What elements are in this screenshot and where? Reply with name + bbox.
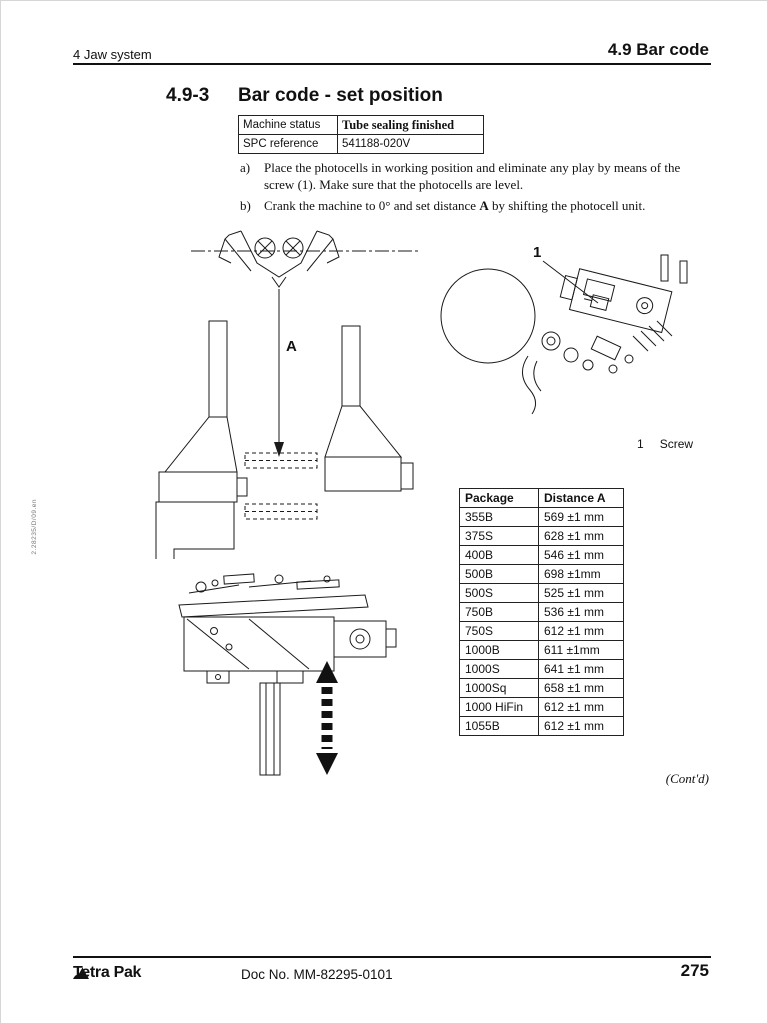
header-chapter-label: 4 Jaw system — [73, 47, 152, 62]
distance-cell: 612 ±1 mm — [538, 697, 624, 717]
photocell-position-diagram: A — [155, 230, 421, 559]
distance-a-label: A — [286, 338, 297, 355]
tetra-pak-logo-icon — [73, 967, 89, 979]
right-jaw-outline — [324, 325, 414, 492]
page-title: Bar code - set position — [238, 85, 443, 106]
figure-caption: 1 Screw — [637, 437, 693, 451]
table-row: Machine status Tube sealing finished — [238, 115, 484, 135]
table-header-row: Package Distance A — [459, 488, 624, 508]
package-cell: 355B — [459, 507, 539, 527]
caption-number: 1 — [637, 437, 644, 451]
table-row: 1055B 612 ±1 mm — [459, 716, 624, 736]
package-cell: 1000B — [459, 640, 539, 660]
step-b-pre: Crank the machine to 0° and set distance — [264, 198, 480, 213]
status-value: Tube sealing finished — [337, 115, 484, 135]
step-a-text: Place the photocells in working position… — [264, 160, 681, 192]
package-cell: 400B — [459, 545, 539, 565]
status-value: 541188-020V — [337, 134, 484, 154]
screw-callout: 1 — [533, 244, 599, 304]
package-cell: 500B — [459, 564, 539, 584]
brand-name: Tetra Pak — [73, 964, 142, 981]
machine-status-table: Machine status Tube sealing finished SPC… — [238, 115, 484, 154]
section-number: 4.9-3 — [166, 85, 210, 106]
photocell-bracket-assembly — [559, 254, 688, 334]
distance-cell: 569 ±1 mm — [538, 507, 624, 527]
carriage-top-details — [188, 573, 340, 594]
package-cell: 750B — [459, 602, 539, 622]
photocell-unit-diagram — [178, 573, 397, 776]
left-jaw-outline — [155, 320, 248, 559]
distance-cell: 641 ±1 mm — [538, 659, 624, 679]
package-cell: 375S — [459, 526, 539, 546]
package-cell: 750S — [459, 621, 539, 641]
table-row: 750B 536 ±1 mm — [459, 602, 624, 622]
sealing-strip-outlines — [244, 452, 318, 520]
photocell-bracket — [218, 230, 340, 288]
table-row: SPC reference 541188-020V — [238, 134, 484, 154]
drive-roller — [440, 268, 536, 364]
status-label: Machine status — [238, 115, 338, 135]
distance-cell: 536 ±1 mm — [538, 602, 624, 622]
package-cell: 500S — [459, 583, 539, 603]
table-row: 1000 HiFin 612 ±1 mm — [459, 697, 624, 717]
distance-cell: 612 ±1 mm — [538, 621, 624, 641]
doc-number: Doc No. MM-82295-0101 — [241, 967, 393, 982]
table-row: 500B 698 ±1mm — [459, 564, 624, 584]
package-distance-table: Package Distance A 355B 569 ±1 mm 375S 6… — [459, 488, 624, 736]
step-b-marker: b) — [240, 198, 251, 213]
step-b-post: by shifting the photocell unit. — [488, 198, 646, 213]
table-row: 1000B 611 ±1mm — [459, 640, 624, 660]
table-row: 500S 525 ±1 mm — [459, 583, 624, 603]
bolt-cluster — [522, 320, 673, 415]
adjustment-double-arrow-icon — [316, 661, 338, 775]
continued-marker: (Cont'd) — [665, 771, 709, 786]
brand-logo: Tetra Pak — [73, 964, 141, 982]
package-cell: 1055B — [459, 716, 539, 736]
table-row: 1000S 641 ±1 mm — [459, 659, 624, 679]
package-cell: 1000 HiFin — [459, 697, 539, 717]
distance-cell: 525 ±1 mm — [538, 583, 624, 603]
distance-cell: 628 ±1 mm — [538, 526, 624, 546]
step-a-marker: a) — [240, 160, 251, 175]
column-header-distance: Distance A — [538, 488, 624, 508]
package-cell: 1000Sq — [459, 678, 539, 698]
step-b-text: Crank the machine to 0° and set distance… — [264, 198, 645, 215]
table-row: 1000Sq 658 ±1 mm — [459, 678, 624, 698]
distance-cell: 611 ±1mm — [538, 640, 624, 660]
distance-cell: 698 ±1mm — [538, 564, 624, 584]
document-edge-code: 2.28235/D/09.en — [31, 499, 38, 555]
screw-callout-number: 1 — [533, 244, 541, 261]
step-b-distance-ref: A — [479, 198, 489, 213]
distance-cell: 612 ±1 mm — [538, 716, 624, 736]
header-rule — [73, 63, 711, 65]
package-cell: 1000S — [459, 659, 539, 679]
distance-a-arrow: A — [274, 289, 297, 457]
table-row: 375S 628 ±1 mm — [459, 526, 624, 546]
caption-text: Screw — [659, 437, 694, 451]
page-number: 275 — [680, 961, 709, 980]
column-header-package: Package — [459, 488, 539, 508]
footer-rule — [73, 956, 711, 958]
status-label: SPC reference — [238, 134, 338, 154]
table-row: 355B 569 ±1 mm — [459, 507, 624, 527]
screw-location-diagram: 1 — [440, 244, 688, 415]
table-row: 400B 546 ±1 mm — [459, 545, 624, 565]
distance-cell: 658 ±1 mm — [538, 678, 624, 698]
header-section-label: 4.9 Bar code — [607, 40, 709, 59]
guide-shaft — [259, 682, 281, 776]
distance-cell: 546 ±1 mm — [538, 545, 624, 565]
carriage-body — [178, 594, 397, 684]
table-row: 750S 612 ±1 mm — [459, 621, 624, 641]
